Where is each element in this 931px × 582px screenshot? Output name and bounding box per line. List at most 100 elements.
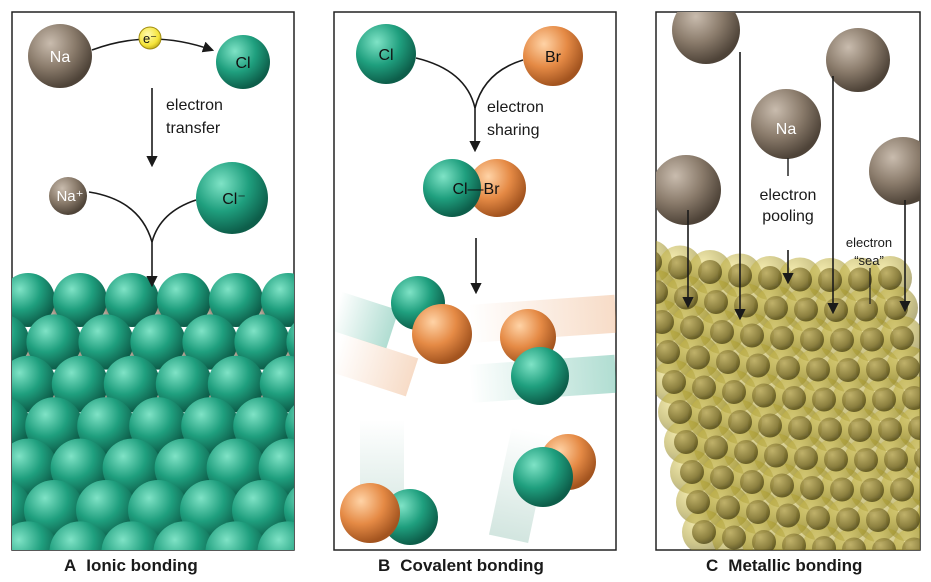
- sodium-core-in-lattice: [896, 356, 920, 380]
- converge-right: [151, 199, 197, 243]
- motion-trail: [334, 333, 419, 397]
- sodium-core-in-lattice: [902, 386, 920, 410]
- chloride-ion-label: Cl⁻: [222, 191, 246, 208]
- ionic-crystal-lattice: [0, 273, 327, 582]
- sodium-core-in-lattice: [746, 500, 770, 524]
- sodium-core-in-lattice: [872, 387, 896, 412]
- sodium-core-in-lattice: [830, 477, 854, 502]
- sodium-core-in-lattice: [836, 507, 860, 532]
- sodium-core-in-lattice: [776, 356, 800, 380]
- sodium-core-in-lattice: [818, 417, 842, 442]
- sodium-core-in-lattice: [812, 536, 836, 550]
- panel-metallic: Na electron pooling electron “sea”: [655, 11, 931, 551]
- sodium-core-in-lattice: [680, 460, 704, 484]
- chloride-ion-in-lattice: [25, 397, 83, 455]
- sodium-core-in-lattice: [848, 418, 872, 442]
- chloride-ion-in-lattice: [233, 397, 291, 455]
- chloride-ion-in-lattice: [129, 397, 187, 455]
- sodium-core-in-lattice: [668, 400, 692, 424]
- sodium-core-in-lattice: [662, 370, 686, 394]
- sodium-core-in-lattice: [920, 476, 931, 500]
- chloride-ion-in-lattice: [0, 273, 3, 327]
- molecule-label: Cl—Br: [452, 181, 500, 198]
- sodium-atom-label: Na: [50, 49, 71, 66]
- sodium-core-in-lattice: [752, 530, 776, 550]
- process-line1: electron: [760, 187, 817, 204]
- caption-c-title: Metallic bonding: [728, 556, 863, 575]
- chloride-ion-in-lattice: [130, 314, 186, 370]
- sodium-core-in-lattice: [758, 266, 782, 290]
- sodium-core-in-lattice: [884, 447, 908, 472]
- chloride-ion-in-lattice: [101, 521, 163, 550]
- chloride-ion-in-lattice: [157, 273, 211, 327]
- sodium-core-in-lattice: [686, 345, 710, 370]
- chloride-ion-in-lattice: [26, 314, 82, 370]
- metallic-lattice: [656, 240, 931, 550]
- sodium-core-in-lattice: [866, 357, 890, 382]
- sodium-core-in-lattice: [848, 267, 872, 292]
- sodium-core-in-lattice: [740, 470, 764, 494]
- motion-trail: [334, 291, 399, 349]
- chloride-ion-in-lattice: [181, 397, 239, 455]
- sodium-core-in-lattice: [926, 506, 931, 530]
- chloride-ion-in-lattice: [12, 355, 57, 413]
- caption-a-title: Ionic bonding: [86, 556, 198, 575]
- sodium-core-in-lattice: [698, 260, 722, 284]
- sodium-core-in-lattice: [656, 310, 674, 334]
- sodium-core-in-lattice: [872, 538, 896, 550]
- electron-icon: [138, 26, 162, 50]
- sodium-core-in-lattice: [776, 503, 800, 528]
- chloride-ion-in-lattice: [257, 521, 294, 550]
- sodium-atom: [751, 89, 821, 159]
- caption-c: C Metallic bonding: [706, 556, 862, 576]
- chloride-ion-in-lattice: [234, 314, 290, 370]
- chloride-ion-in-lattice: [77, 397, 135, 455]
- bromine-atom-label: Br: [545, 49, 562, 66]
- sodium-core-in-lattice: [710, 465, 734, 490]
- chloride-ion-in-lattice: [0, 439, 5, 498]
- sea-line2: “sea”: [854, 253, 884, 268]
- sodium-core-in-lattice: [674, 285, 698, 310]
- sodium-ion-in-lattice: [301, 391, 327, 417]
- sodium-core-in-lattice: [698, 405, 722, 430]
- sodium-core-in-lattice: [692, 520, 716, 544]
- sodium-core-in-lattice: [668, 255, 692, 280]
- chloride-ion: [196, 162, 268, 234]
- sodium-core-in-lattice: [728, 410, 752, 434]
- chloride-ion-in-lattice: [207, 355, 265, 413]
- clbr-molecule: [391, 276, 472, 364]
- chloride-ion-in-lattice: [153, 521, 215, 550]
- sodium-ion-in-lattice: [301, 475, 327, 501]
- sea-line1: electron: [846, 235, 892, 250]
- process-line2: pooling: [762, 208, 814, 225]
- sodium-core-in-lattice: [734, 440, 758, 464]
- sodium-core-in-lattice: [800, 476, 824, 500]
- chlorine-atom: [356, 24, 416, 84]
- caption-c-letter: C: [706, 556, 719, 575]
- bromine-atom: [523, 26, 583, 86]
- clbr-molecule: [340, 483, 438, 545]
- sodium-core-in-lattice: [752, 383, 776, 408]
- process-line2: sharing: [487, 122, 539, 139]
- process-line2: transfer: [166, 120, 221, 137]
- sodium-atom: [826, 28, 890, 92]
- sodium-core-in-lattice: [824, 447, 848, 472]
- sodium-core-in-lattice: [740, 323, 764, 348]
- chlorine-atom: [216, 35, 270, 89]
- chloride-ion-in-lattice: [0, 521, 7, 582]
- sodium-core-in-lattice: [890, 477, 914, 502]
- caption-b-title: Covalent bonding: [400, 556, 544, 575]
- sodium-core-in-lattice: [686, 490, 710, 514]
- converge-left: [88, 191, 153, 243]
- chloride-ion-in-lattice: [12, 273, 55, 327]
- sodium-core-in-lattice: [722, 380, 746, 404]
- chloride-ion-in-lattice: [103, 355, 161, 413]
- sodium-core-in-lattice: [824, 298, 848, 322]
- sodium-core-in-lattice: [788, 267, 812, 292]
- electron-sea-sphere: [910, 469, 920, 507]
- chloride-ion-in-lattice: [209, 273, 263, 327]
- sodium-core-in-lattice: [806, 357, 830, 382]
- sodium-core-in-lattice: [878, 417, 902, 442]
- process-line1: electron: [166, 97, 223, 114]
